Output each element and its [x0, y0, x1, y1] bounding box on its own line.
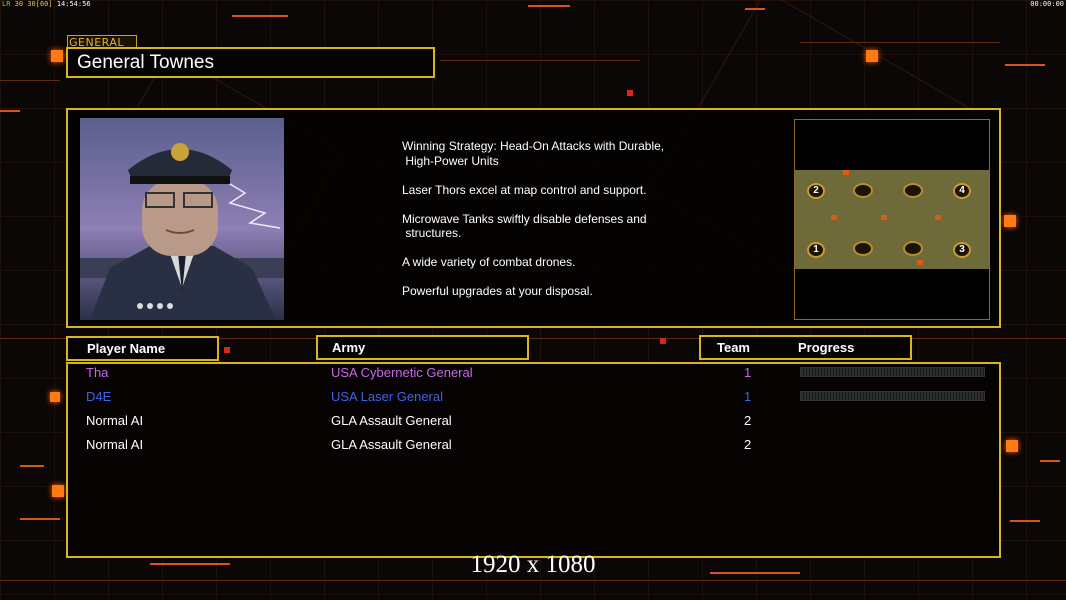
background-dash — [20, 465, 44, 467]
stat-label: LR — [2, 0, 11, 8]
background-dot — [224, 347, 230, 353]
oil-derrick — [843, 170, 849, 175]
stat-value: [60] — [35, 0, 53, 8]
supply-pad — [853, 183, 873, 198]
player-name: Normal AI — [86, 437, 144, 452]
background-dash — [0, 110, 20, 112]
player-army: USA Laser General — [331, 389, 444, 404]
oil-derrick — [917, 260, 923, 265]
column-header-team-progress: Team Progress — [699, 335, 912, 360]
player-name: Normal AI — [86, 413, 144, 428]
column-header-label: Player Name — [87, 341, 166, 356]
background-dash — [20, 518, 60, 520]
strategy-description: Winning Strategy: Head-On Attacks with D… — [402, 139, 722, 313]
supply-pad — [853, 241, 873, 256]
background-dash — [528, 5, 570, 7]
background-dash — [1010, 520, 1040, 522]
general-name: General Townes — [66, 47, 435, 78]
column-header-team: Team — [717, 340, 750, 355]
background-line — [800, 42, 1000, 43]
resolution-label: 1920 x 1080 — [470, 551, 596, 578]
background-dot — [627, 90, 633, 96]
start-position-3[interactable]: 3 — [953, 242, 971, 258]
background-dash — [745, 8, 765, 10]
background-dot — [51, 50, 63, 62]
fps-readout: LR 30 30[60] 14:54:56 — [2, 0, 91, 8]
column-header-progress: Progress — [798, 340, 855, 355]
background-dot — [1004, 215, 1016, 227]
start-position-1[interactable]: 1 — [807, 242, 825, 258]
loading-progress-bar — [800, 391, 985, 401]
background-dot — [1006, 440, 1018, 452]
player-name: Tha — [86, 365, 109, 380]
supply-pad — [903, 183, 923, 198]
loading-progress-bar — [800, 367, 985, 377]
map-preview[interactable]: 2 4 1 3 — [794, 119, 990, 320]
background-dot — [50, 392, 60, 402]
strategy-line: Powerful upgrades at your disposal. — [402, 284, 593, 298]
background-dot — [52, 485, 64, 497]
stat-value: 30 — [14, 0, 24, 8]
start-position-2[interactable]: 2 — [807, 183, 825, 199]
background-dash — [1040, 460, 1060, 462]
strategy-line: Laser Thors excel at map control and sup… — [402, 182, 647, 197]
background-dash — [1005, 64, 1045, 66]
column-header-label: Army — [332, 340, 366, 355]
player-team: 2 — [744, 413, 752, 428]
general-portrait-image — [80, 118, 284, 320]
player-team: 2 — [744, 437, 752, 452]
background-dot — [660, 338, 666, 344]
oil-derrick — [881, 215, 887, 220]
stat-value: 30 — [27, 0, 36, 8]
supply-pad — [903, 241, 923, 256]
local-time: 14:54:56 — [56, 0, 91, 8]
background-dash — [232, 15, 288, 17]
strategy-line: A wide variety of combat drones. — [402, 255, 576, 269]
start-position-4[interactable]: 4 — [953, 183, 971, 199]
general-portrait — [80, 118, 284, 320]
player-army: GLA Assault General — [331, 437, 452, 452]
background-line — [0, 80, 60, 81]
background-line — [0, 580, 1066, 581]
background-dash — [150, 563, 230, 565]
map-terrain: 2 4 1 3 — [795, 170, 989, 269]
player-army: GLA Assault General — [331, 413, 452, 428]
oil-derrick — [831, 215, 837, 220]
player-army: USA Cybernetic General — [331, 365, 473, 380]
player-team: 1 — [744, 389, 752, 404]
game-clock: 00:00:00 — [1030, 0, 1064, 8]
player-name: D4E — [86, 389, 112, 404]
background-line — [440, 60, 640, 61]
background-line — [0, 338, 1066, 339]
strategy-line: Winning Strategy: Head-On Attacks with D… — [402, 139, 665, 168]
oil-derrick — [935, 215, 941, 220]
player-team: 1 — [744, 365, 752, 380]
strategy-line: Microwave Tanks swiftly disable defenses… — [402, 211, 647, 241]
column-header-player-name: Player Name — [66, 336, 219, 361]
background-dash — [710, 572, 800, 574]
column-header-army: Army — [316, 335, 529, 360]
background-dot — [866, 50, 878, 62]
